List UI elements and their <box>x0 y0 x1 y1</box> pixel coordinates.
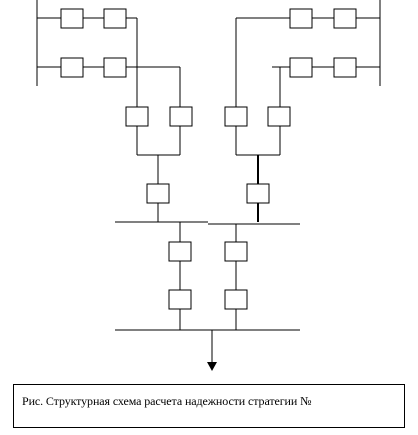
block-l2-4 <box>267 106 291 127</box>
block-right-r1-1 <box>289 8 313 29</box>
block-lower-l1 <box>168 241 192 262</box>
block-l2-3 <box>224 106 248 127</box>
block-lower-l2 <box>168 289 192 310</box>
block-merge-right <box>246 183 270 204</box>
caption-box: Рис. Структурная схема расчета надежност… <box>13 384 405 428</box>
block-right-r1-2 <box>333 8 357 29</box>
block-merge-left <box>146 183 170 204</box>
block-right-r2-2 <box>333 57 357 78</box>
output-arrow-icon <box>207 362 217 371</box>
block-lower-r1 <box>224 241 248 262</box>
block-lower-r2 <box>224 289 248 310</box>
figure-caption: Рис. Структурная схема расчета надежност… <box>22 394 312 408</box>
block-left-r2-2 <box>103 57 127 78</box>
block-l2-2 <box>169 106 193 127</box>
block-left-r2-1 <box>60 57 84 78</box>
block-left-r1-2 <box>103 8 127 29</box>
block-l2-1 <box>125 106 149 127</box>
block-left-r1-1 <box>60 8 84 29</box>
block-right-r2-1 <box>289 57 313 78</box>
